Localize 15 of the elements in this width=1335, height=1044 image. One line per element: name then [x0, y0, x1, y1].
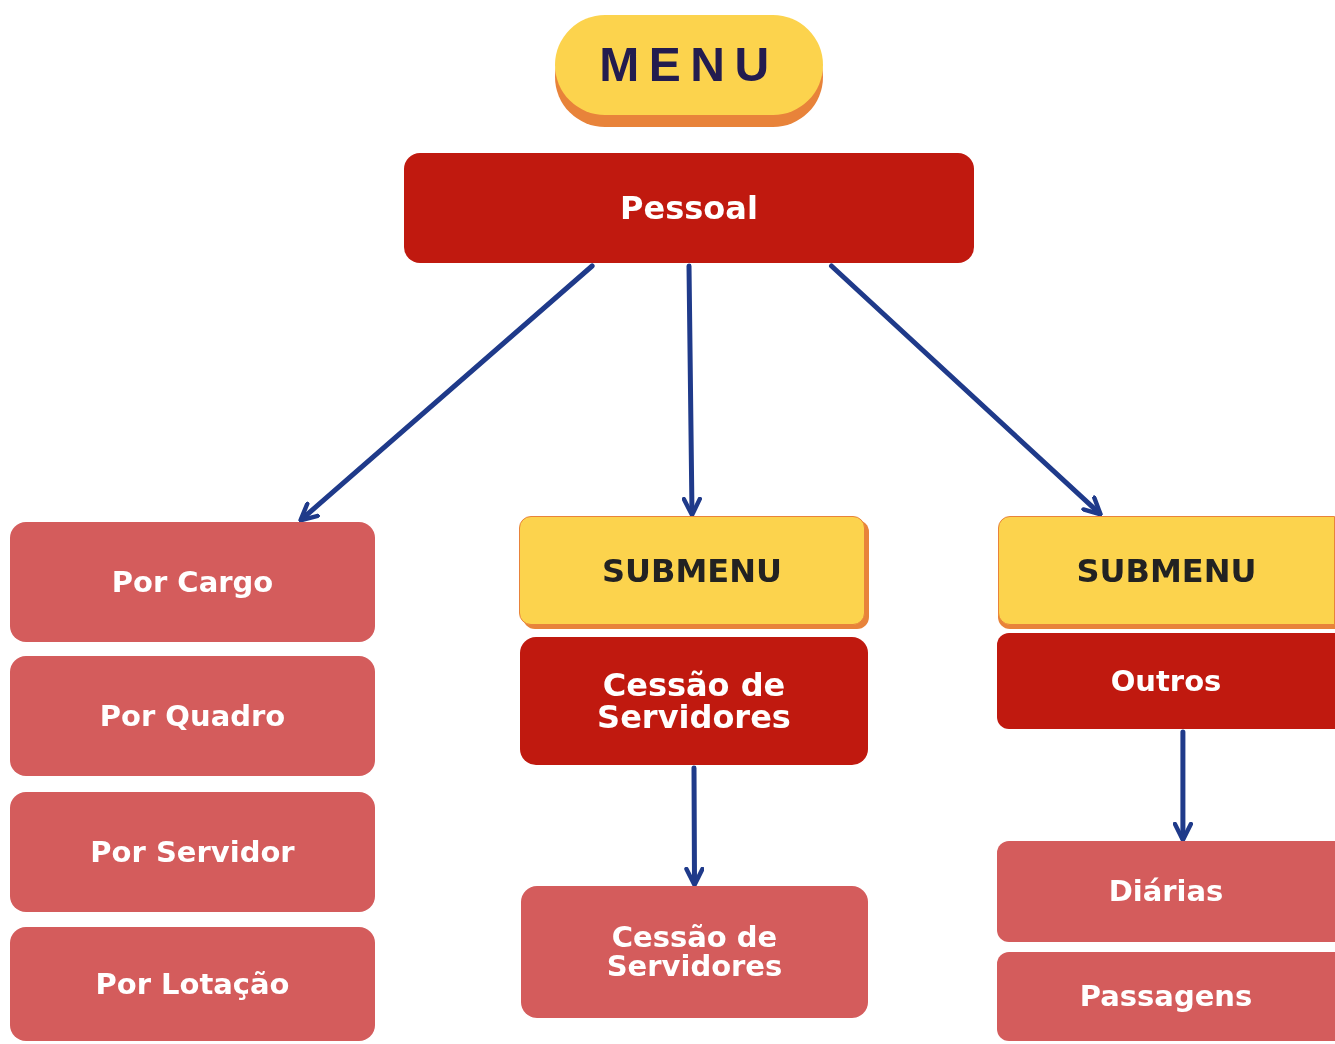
- submenu-item-box: Por Servidor: [10, 792, 375, 912]
- menu-item-box: Pessoal: [404, 153, 974, 263]
- submenu-item-box: Passagens: [997, 952, 1335, 1041]
- submenu-item-box: Por Quadro: [10, 656, 375, 776]
- arrow: [684, 765, 705, 888]
- arrow: [681, 263, 703, 518]
- arrow: [298, 263, 595, 523]
- submenu-item-box: Diárias: [997, 841, 1335, 942]
- submenu-item-box: Por Cargo: [10, 522, 375, 642]
- menu-item-box: Outros: [997, 633, 1335, 729]
- menu-item-box: Cessão de Servidores: [520, 637, 868, 765]
- arrow: [1172, 729, 1194, 843]
- submenu-item-box: Cessão de Servidores: [521, 886, 868, 1018]
- arrow: [829, 263, 1103, 517]
- submenu-item-box: Por Lotação: [10, 927, 375, 1041]
